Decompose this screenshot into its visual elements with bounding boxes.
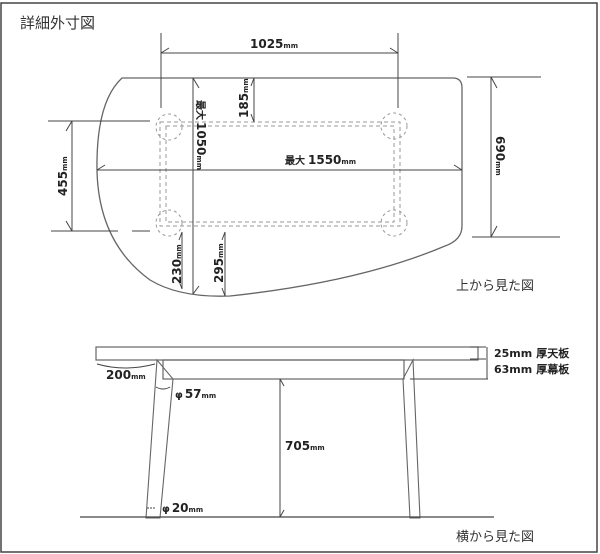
svg-text:185mm: 185mm xyxy=(237,78,251,118)
dim-230-label: 230mm xyxy=(170,244,184,284)
apron-side xyxy=(162,359,405,380)
dim-1050-label: 最大1050mm xyxy=(194,100,208,170)
tabletop-outline xyxy=(96,77,463,297)
page-title: 詳細外寸図 xyxy=(20,14,95,32)
dim-185-label: 185mm xyxy=(237,78,251,118)
dim-690-label: 690mm xyxy=(493,136,507,176)
leg-circle-bottom-right xyxy=(380,209,408,237)
dim-295-label: 295mm xyxy=(212,243,226,283)
svg-text:230mm: 230mm xyxy=(170,244,184,284)
svg-text:295mm: 295mm xyxy=(212,243,226,283)
svg-text:最大1050mm: 最大1050mm xyxy=(194,100,208,170)
dim-705-label: 705mm xyxy=(285,439,325,453)
leg-right xyxy=(402,357,421,519)
leg-circle-top-left xyxy=(155,113,183,141)
dim-200-label: 200mm xyxy=(106,368,146,382)
tabletop-side xyxy=(95,346,479,361)
leg-left xyxy=(145,358,174,519)
leg-circle-top-right xyxy=(380,112,408,140)
dim-455-label: 455mm xyxy=(56,156,70,196)
dim-arc-200 xyxy=(96,363,156,369)
svg-text:455mm: 455mm xyxy=(56,156,70,196)
top-view-caption: 上から見た図 xyxy=(456,279,534,294)
svg-text:690mm: 690mm xyxy=(493,136,507,176)
leg-circle-bottom-left xyxy=(155,209,183,237)
dim-1025-label: 1025mm xyxy=(250,37,298,51)
side-view-caption: 横から見た図 xyxy=(456,530,534,545)
apron-outline-outer xyxy=(159,121,401,227)
apron-outline-inner xyxy=(165,125,395,223)
